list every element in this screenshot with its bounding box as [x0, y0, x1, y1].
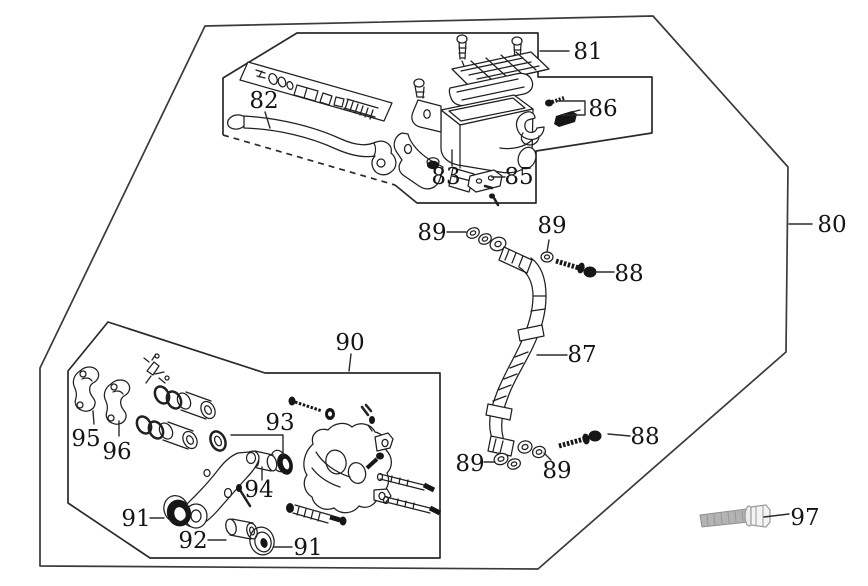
leader-line-88	[607, 433, 631, 437]
part-label-91: 91	[293, 535, 322, 561]
upper-slide-pin-drawing	[288, 396, 335, 420]
diaphragm-drawing	[448, 72, 534, 107]
part-label-85: 85	[504, 164, 533, 190]
leader-line-86	[555, 100, 586, 116]
caliper-body-drawing	[303, 422, 394, 514]
leader-line-97	[763, 513, 790, 518]
part-label-86: 86	[588, 96, 617, 122]
banjo-bolt-lower-drawing	[558, 430, 602, 449]
part-label-81: 81	[573, 39, 602, 65]
reservoir-cap-drawing	[451, 51, 550, 88]
leader-line-90	[348, 353, 352, 372]
outer-boundary	[39, 15, 789, 570]
part-label-96: 96	[102, 439, 131, 465]
leader-line-95	[92, 410, 95, 425]
pad-pins-drawing	[376, 472, 442, 516]
brake-lever-drawing	[226, 114, 397, 176]
part-label-88: 88	[614, 261, 643, 287]
part-labels-layer: 80 81 82 83 85 86 87 88 88 89 89 89 89 90 91 91 92 93 94 95…	[71, 39, 846, 561]
clamp-85-drawing	[467, 169, 503, 207]
leader-line-93	[230, 434, 284, 457]
part-label-88: 88	[630, 424, 659, 450]
brake-pad-95-drawing	[72, 366, 100, 412]
boot-91-right-drawing	[249, 526, 275, 556]
part-label-93: 93	[265, 410, 294, 436]
part-label-90: 90	[335, 330, 364, 356]
part-label-89: 89	[417, 220, 446, 246]
part-label-89: 89	[542, 458, 571, 484]
brake-pad-96-drawing	[103, 379, 131, 425]
brake-switch-drawing	[545, 96, 581, 127]
part-label-94: 94	[244, 477, 273, 503]
leader-line-89	[546, 239, 550, 253]
part-label-87: 87	[567, 342, 596, 368]
brake-hose-drawing	[466, 227, 554, 470]
pad-spring-drawing	[143, 353, 170, 384]
part-label-92: 92	[178, 528, 207, 554]
part-label-95: 95	[71, 426, 100, 452]
part-label-89: 89	[537, 213, 566, 239]
boot-91-left-drawing	[163, 495, 192, 527]
leader-line-89	[543, 452, 552, 461]
banjo-bolt-upper-drawing	[555, 258, 597, 278]
pad-retainer-clip-drawing	[360, 403, 375, 432]
bleed-valve-drawing	[365, 452, 384, 470]
slide-pin-bolt-drawing	[286, 503, 347, 526]
holder-clamp-drawing	[515, 111, 545, 146]
leader-line-82	[264, 111, 271, 129]
master-cylinder-body-drawing	[393, 78, 537, 193]
part-label-89: 89	[455, 451, 484, 477]
part-label-97: 97	[790, 505, 819, 531]
piston-seals-drawing	[135, 385, 216, 450]
part-label-82: 82	[249, 88, 278, 114]
bushing-92-drawing	[225, 518, 258, 540]
caliper-box	[67, 321, 441, 559]
mounting-bolt-drawing	[699, 504, 771, 528]
repair-kit-drawing	[239, 61, 393, 122]
part-label-83: 83	[431, 164, 460, 190]
part-label-80: 80	[817, 212, 846, 238]
part-label-91: 91	[121, 506, 150, 532]
